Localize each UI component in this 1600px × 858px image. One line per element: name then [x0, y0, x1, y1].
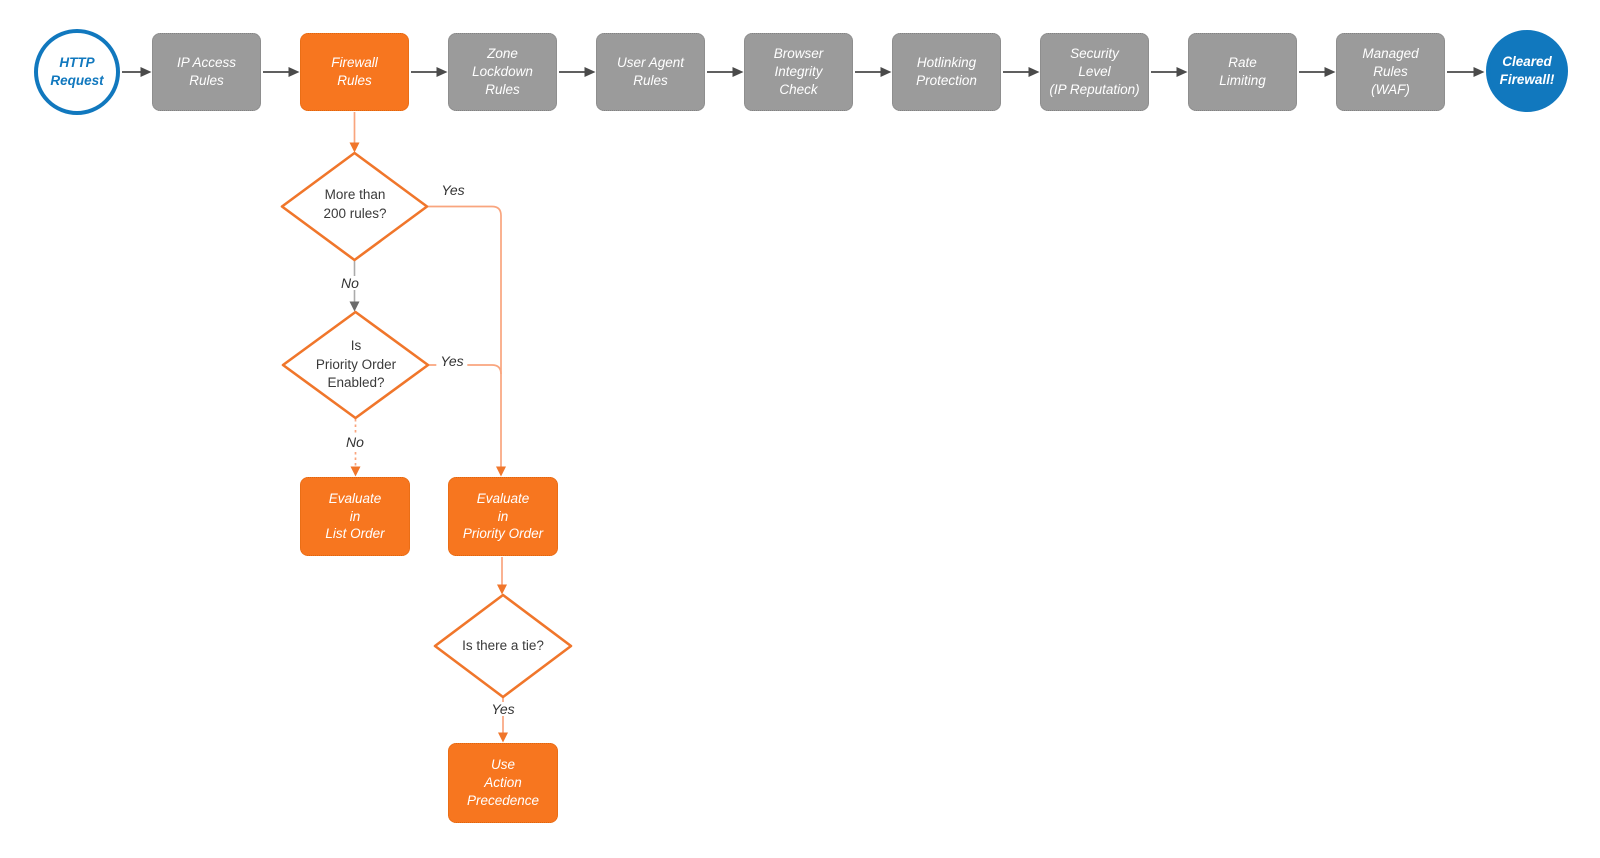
node-hotlinking-protection: Hotlinking Protection: [892, 33, 1001, 111]
node-user-agent-rules: User Agent Rules: [596, 33, 705, 111]
node-zone-lockdown-rules: Zone Lockdown Rules: [448, 33, 557, 111]
node-browser-integrity-check: Browser Integrity Check: [744, 33, 853, 111]
decision-more-than-200-rules-label: More than 200 rules?: [323, 187, 387, 221]
decision-is-there-a-tie-shape: [433, 593, 573, 699]
node-ip-access-rules: IP Access Rules: [152, 33, 261, 111]
decision-priority-order-enabled-label: Is Priority Order Enabled?: [315, 338, 397, 391]
node-rate-limiting: Rate Limiting: [1188, 33, 1297, 111]
edge-yes-200rules-to-priority-order: [428, 205, 506, 477]
node-cleared-firewall: Cleared Firewall!: [1486, 30, 1568, 112]
edge-label-yes-priority-enabled: Yes: [436, 354, 468, 368]
node-evaluate-in-priority-order: Evaluate in Priority Order: [448, 477, 558, 556]
edge-yes-priority-enabled-merge: [429, 364, 502, 375]
edge-label-yes-200rules: Yes: [437, 183, 469, 197]
node-use-action-precedence: Use Action Precedence: [448, 743, 558, 823]
decision-is-there-a-tie-label: Is there a tie?: [462, 637, 544, 653]
node-evaluate-in-list-order: Evaluate in List Order: [300, 477, 410, 556]
decision-more-than-200-rules-shape: [280, 151, 429, 262]
edge-label-no-priority-enabled: No: [342, 435, 368, 449]
node-http-request: HTTP Request: [34, 29, 120, 115]
decision-priority-order-enabled-shape: [281, 310, 430, 420]
node-firewall-rules: Firewall Rules: [300, 33, 409, 111]
node-security-level-ip-reputation: Security Level (IP Reputation): [1040, 33, 1149, 111]
node-managed-rules-waf: Managed Rules (WAF): [1336, 33, 1445, 111]
edge-label-yes-tie: Yes: [487, 702, 519, 716]
edge-label-no-200rules: No: [337, 276, 363, 290]
